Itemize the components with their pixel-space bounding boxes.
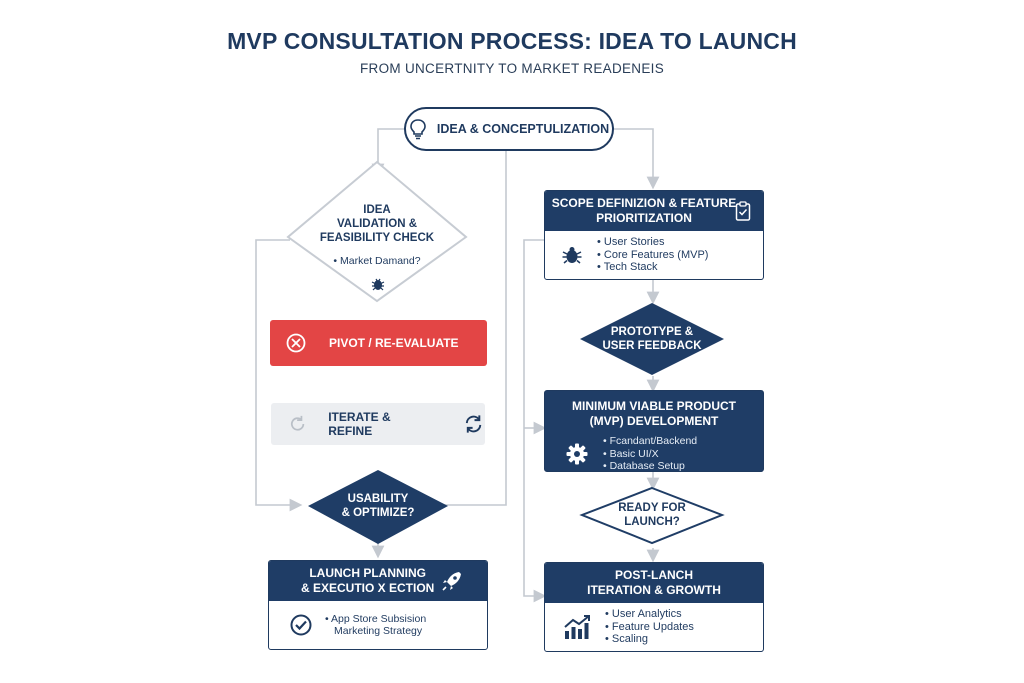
usability-label: USABILITY & OPTIMIZE? xyxy=(318,492,438,520)
mvp-line2: (MVP) DEVELOPMENT xyxy=(589,414,719,428)
connector-left-loop xyxy=(255,239,303,512)
idea-conceptualization-node: IDEA & CONCEPTULIZATION xyxy=(404,107,614,151)
mvp-item-1: Basic UI/X xyxy=(603,448,697,461)
prototype-label: PROTOTYPE & USER FEEDBACK xyxy=(588,325,716,353)
validation-item: • Market Damand? xyxy=(333,255,421,267)
pivot-label: PIVOT / RE-EVALUATE xyxy=(329,336,459,350)
launch-planning-header: LAUNCH PLANNING & EXECUTIO X ECTION xyxy=(269,561,487,601)
connector-right-loop xyxy=(523,239,547,603)
post-launch-card: POST-LANCH ITERATION & GROWTH User Analy… xyxy=(544,562,764,652)
launch-planning-card: LAUNCH PLANNING & EXECUTIO X ECTION • Ap… xyxy=(268,560,488,650)
ready-label: READY FOR LAUNCH? xyxy=(597,501,707,529)
scope-body: User Stories Core Features (MVP) Tech St… xyxy=(545,231,763,279)
mvp-title: MINIMUM VIABLE PRODUCT (MVP) DEVELOPMENT xyxy=(545,399,763,429)
chart-icon xyxy=(564,615,590,639)
validation-line3: FEASIBILITY CHECK xyxy=(319,232,435,244)
bug-icon xyxy=(562,247,582,264)
mvp-line1: MINIMUM VIABLE PRODUCT xyxy=(572,399,736,413)
mvp-body: Fcandant/Backend Basic UI/X Database Set… xyxy=(545,435,763,471)
refresh-icon-faded xyxy=(290,415,305,431)
usability-line2: & OPTIMIZE? xyxy=(341,507,415,519)
validation-line1: IDEA xyxy=(363,204,391,216)
post-launch-items: User Analytics Feature Updates Scaling xyxy=(605,608,694,646)
lightbulb-icon xyxy=(410,119,426,140)
ready-diamond xyxy=(579,486,725,545)
rocket-icon xyxy=(442,572,461,591)
scope-item-1: Core Features (MVP) xyxy=(597,249,709,262)
prototype-line1: PROTOTYPE & xyxy=(610,326,694,338)
launch-item-1-text: Marketing Strategy xyxy=(334,625,423,637)
clipboard-icon xyxy=(735,201,751,221)
validation-label: IDEA VALIDATION & FEASIBILITY CHECK xyxy=(297,203,457,245)
post-item-1: Feature Updates xyxy=(605,621,694,634)
post-launch-body: User Analytics Feature Updates Scaling xyxy=(545,603,763,651)
scope-header: SCOPE DEFINIZION & FEATURE PRIORITIZATIO… xyxy=(545,191,763,231)
mvp-item-2: Database Setup xyxy=(603,460,697,471)
page-title: MVP CONSULTATION PROCESS: IDEA TO LAUNCH xyxy=(227,28,797,54)
launch-line2: & EXECUTIO X ECTION xyxy=(301,581,435,595)
scope-items: User Stories Core Features (MVP) Tech St… xyxy=(597,236,709,274)
iterate-refine-node: ITERATE & REFINE xyxy=(271,403,485,445)
mvp-items: Fcandant/Backend Basic UI/X Database Set… xyxy=(603,435,698,471)
post-launch-title: POST-LANCH ITERATION & GROWTH xyxy=(587,568,721,598)
scope-line1: SCOPE DEFINIZION & FEATURE xyxy=(551,196,737,210)
connector-idea-scope xyxy=(614,128,660,190)
post-item-2: Scaling xyxy=(605,633,694,646)
prototype-diamond xyxy=(580,303,724,375)
check-circle-icon xyxy=(290,614,312,636)
bug-icon xyxy=(371,278,385,291)
validation-diamond xyxy=(286,160,468,303)
post-line1: POST-LANCH xyxy=(614,568,693,582)
post-item-0: User Analytics xyxy=(605,608,694,621)
connector-idea-usability xyxy=(440,151,507,506)
scope-item-2: Tech Stack xyxy=(597,261,708,274)
usability-diamond xyxy=(308,470,448,544)
gear-icon xyxy=(566,443,588,465)
scope-definition-card: SCOPE DEFINIZION & FEATURE PRIORITIZATIO… xyxy=(544,190,764,280)
ready-line1: READY FOR xyxy=(618,502,686,514)
launch-planning-title: LAUNCH PLANNING & EXECUTIO X ECTION xyxy=(301,566,434,596)
prototype-line2: USER FEEDBACK xyxy=(602,340,702,352)
usability-line1: USABILITY xyxy=(347,493,409,505)
scope-title: SCOPE DEFINIZION & FEATURE PRIORITIZATIO… xyxy=(552,196,736,226)
page-subtitle: FROM UNCERTNITY TO MARKET READENEIS xyxy=(359,61,665,76)
launch-item-1: Marketing Strategy xyxy=(325,625,426,638)
mvp-development-card: MINIMUM VIABLE PRODUCT (MVP) DEVELOPMENT… xyxy=(544,390,764,472)
iterate-label: ITERATE & REFINE xyxy=(328,410,391,438)
post-launch-header: POST-LANCH ITERATION & GROWTH xyxy=(545,563,763,603)
launch-line1: LAUNCH PLANNING xyxy=(309,566,427,580)
launch-item-0: • App Store Subsision xyxy=(325,612,427,625)
validation-line2: VALIDATION & xyxy=(336,218,418,230)
ready-line2: LAUNCH? xyxy=(624,516,680,528)
post-line2: ITERATION & GROWTH xyxy=(587,583,721,597)
launch-item-0-text: App Store Subsision xyxy=(331,612,427,625)
connector-idea-validation xyxy=(371,128,404,177)
idea-label: IDEA & CONCEPTULIZATION xyxy=(436,122,610,136)
mvp-item-0: Fcandant/Backend xyxy=(603,435,698,448)
launch-planning-body: • App Store Subsision Marketing Strategy xyxy=(269,601,487,649)
scope-item-0: User Stories xyxy=(597,236,708,249)
pivot-reevaluate-node: PIVOT / RE-EVALUATE xyxy=(270,320,487,366)
scope-line2: PRIORITIZATION xyxy=(596,211,692,225)
refresh-icon xyxy=(465,415,482,433)
cancel-icon xyxy=(286,333,306,353)
